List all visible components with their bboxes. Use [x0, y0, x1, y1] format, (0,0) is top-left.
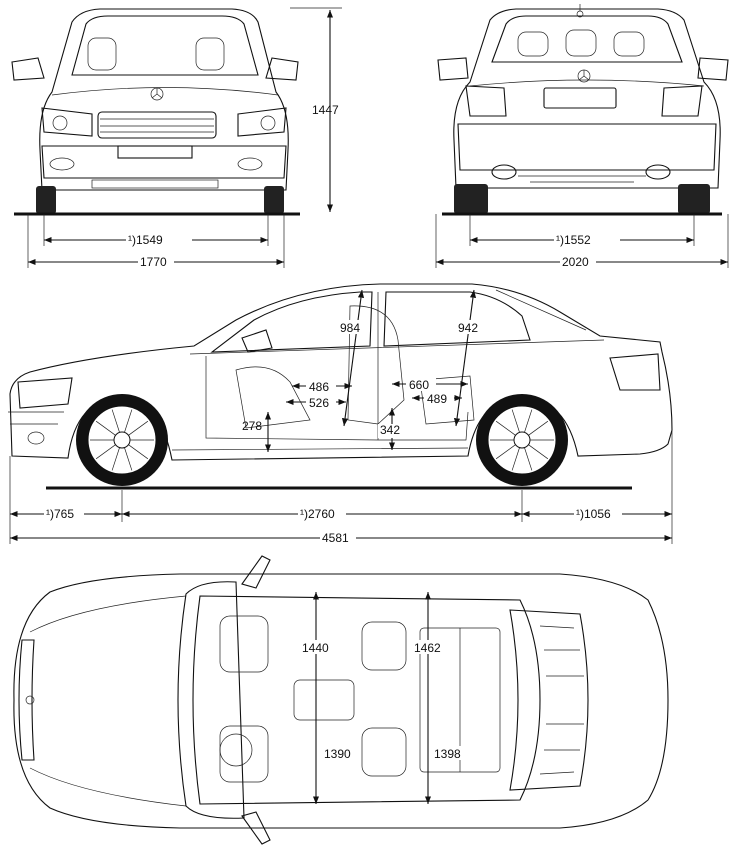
shoulder-rear-label: 1462 [414, 641, 441, 655]
top-view: 1440 1390 1462 1398 [13, 555, 669, 845]
rear-width-label: 2020 [562, 255, 589, 269]
rear-view: ¹)1552 2020 [435, 4, 729, 269]
wheel-spoke [111, 409, 120, 433]
wheel-spoke [511, 447, 520, 471]
wheel-spoke [495, 420, 516, 436]
length-label: 4581 [322, 531, 349, 545]
wheel-spoke [128, 444, 149, 460]
wheel-spoke [111, 447, 120, 471]
wheelbase-label: ¹)2760 [300, 507, 335, 521]
legroom-rear-label: 660 [409, 378, 429, 392]
wheel-spoke [528, 420, 549, 436]
wheel-spoke [95, 420, 116, 436]
seat-depth-front-label: 526 [309, 396, 329, 410]
headroom-front-label: 984 [340, 321, 360, 335]
seat-depth-rear-label: 489 [427, 392, 447, 406]
overhang-rear-label: ¹)1056 [576, 507, 611, 521]
hip-rear-label: 1398 [434, 747, 461, 761]
front-track-label: ¹)1549 [128, 233, 163, 247]
rear-track-label: ¹)1552 [556, 233, 591, 247]
headroom-rear-label: 942 [458, 321, 478, 335]
front-width-label: 1770 [140, 255, 167, 269]
wheel-spoke [128, 420, 149, 436]
seat-height-rear-label: 342 [380, 423, 400, 437]
wheel-spoke [524, 409, 533, 433]
front-wheel [76, 394, 168, 486]
wheel-spoke [495, 444, 516, 460]
wheel-spoke [524, 447, 533, 471]
hip-front-label: 1390 [324, 747, 351, 761]
side-view: 984 942 486 660 526 489 278 342 ¹)765 ¹)… [8, 283, 673, 545]
front-height-label: 1447 [312, 103, 339, 117]
wheel-spoke [124, 447, 133, 471]
shoulder-front-label: 1440 [302, 641, 329, 655]
wheel-spoke [95, 444, 116, 460]
legroom-front-label: 486 [309, 380, 329, 394]
front-view: 1447 ¹)1549 1770 [11, 7, 342, 269]
seat-height-front-label: 278 [242, 419, 262, 433]
wheel-spoke [528, 444, 549, 460]
wheel-spoke [511, 409, 520, 433]
rear-wheel [476, 394, 568, 486]
overhang-front-label: ¹)765 [46, 507, 74, 521]
wheel-spoke [124, 409, 133, 433]
